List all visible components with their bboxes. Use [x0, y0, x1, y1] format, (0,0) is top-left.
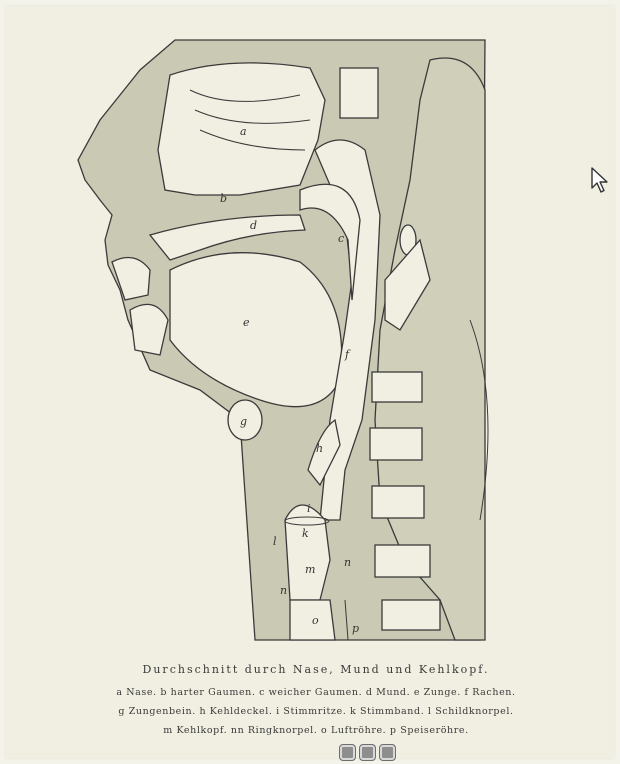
mouse-pointer-icon	[590, 166, 612, 196]
label-n1: n	[280, 584, 287, 597]
caption-legend-line: a Nase. b harter Gaumen. c weicher Gaume…	[26, 687, 606, 698]
label-m: m	[305, 563, 315, 576]
label-o: o	[312, 614, 319, 627]
label-i: i	[307, 502, 311, 515]
label-a: a	[240, 125, 247, 138]
vertebra	[382, 600, 440, 630]
label-e: e	[243, 316, 250, 329]
label-l: l	[273, 535, 277, 548]
anatomical-illustration: a b d c e f g h i k l m n n o p	[6, 6, 614, 758]
label-k: k	[302, 527, 309, 540]
larynx-shape	[285, 505, 330, 600]
label-b: b	[220, 192, 227, 205]
vertebra	[375, 545, 430, 577]
caption-legend-line: m Kehlkopf. nn Ringknorpel. o Luftröhre.…	[26, 725, 606, 736]
lower-lip-shape	[130, 304, 168, 355]
image-viewer: a b d c e f g h i k l m n n o p Durchsch…	[6, 6, 614, 758]
vertebra	[370, 428, 422, 460]
page-indicator	[339, 744, 396, 764]
label-n2: n	[344, 556, 351, 569]
vertebra	[372, 372, 422, 402]
label-p: p	[352, 622, 359, 635]
label-h: h	[316, 442, 323, 455]
upper-lip-shape	[112, 258, 150, 301]
label-c: c	[338, 232, 344, 245]
caption-title: Durchschnitt durch Nase, Mund und Kehlko…	[26, 663, 606, 676]
page-dot[interactable]	[379, 744, 396, 761]
label-d: d	[250, 219, 257, 232]
label-g: g	[240, 415, 247, 428]
upper-vertebra	[340, 68, 378, 118]
caption-legend-line: g Zungenbein. h Kehldeckel. i Stimmritze…	[26, 706, 606, 717]
page-dot[interactable]	[339, 744, 356, 761]
page-dot[interactable]	[359, 744, 376, 761]
vertebra	[372, 486, 424, 518]
